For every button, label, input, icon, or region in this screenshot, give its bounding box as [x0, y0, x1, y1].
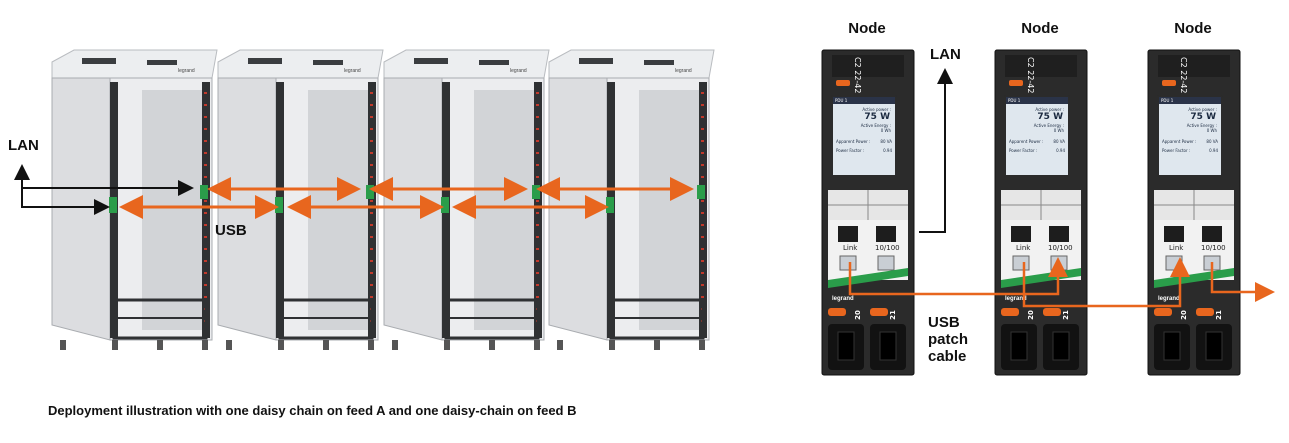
usb-port-b[interactable] — [877, 255, 895, 271]
outlet-number-a-1: 20 — [853, 310, 862, 320]
link-label-2: Link — [1016, 244, 1031, 252]
active-power-value: 75 W — [1037, 112, 1063, 122]
model-sub: 22-42 — [1179, 70, 1188, 94]
status-led — [836, 80, 850, 86]
power-factor-label: Power Factor : — [1009, 148, 1038, 153]
power-factor-label: Power Factor : — [1162, 148, 1191, 153]
pdu-display-1: PDU 1 Active power : 75 W Active Energy … — [831, 95, 897, 177]
outlet-number-b-1: 21 — [888, 310, 897, 320]
speed-label-3: 10/100 — [1201, 244, 1226, 252]
ethernet-port-2[interactable] — [1049, 226, 1069, 242]
power-factor-value: 0.94 — [883, 148, 892, 153]
outlet-number-b-2: 21 — [1061, 310, 1070, 320]
pdu-display-3: PDU 1 Active power : 75 W Active Energy … — [1157, 95, 1223, 177]
pdu-model-1: C2 22-42 — [853, 57, 862, 93]
usb-patch-cable-label: USB patch cable — [928, 314, 969, 365]
model-sub: 22-42 — [853, 70, 862, 94]
lan-label-right: LAN — [930, 46, 961, 63]
model-sub: 22-42 — [1026, 70, 1035, 94]
active-power-label: Active power : — [1035, 107, 1064, 112]
active-energy-label: Active Energy : — [1033, 123, 1064, 128]
active-power-label: Active power : — [862, 107, 891, 112]
apparent-power-value: 80 VA — [1206, 139, 1218, 144]
screen-header: PDU 1 — [1159, 97, 1221, 104]
node-title-2: Node — [1021, 20, 1059, 37]
ethernet-port[interactable] — [838, 226, 858, 242]
ethernet-port-2[interactable] — [1202, 226, 1222, 242]
model-code: C2 — [1026, 57, 1035, 68]
status-led — [1009, 80, 1023, 86]
rack-brand-logo: legrand — [675, 68, 692, 74]
lan-connection-right — [919, 68, 953, 233]
node-title-1: Node — [848, 20, 886, 37]
ethernet-port[interactable] — [1164, 226, 1184, 242]
rack-brand-logo: legrand — [510, 68, 527, 74]
figure-caption: Deployment illustration with one daisy c… — [48, 403, 577, 418]
pdu-display-2: PDU 1 Active power : 75 W Active Energy … — [1004, 95, 1070, 177]
power-factor-value: 0.94 — [1209, 148, 1218, 153]
ethernet-port-2[interactable] — [876, 226, 896, 242]
screen-header: PDU 1 — [833, 97, 895, 104]
server-rack-4: legrand — [548, 49, 715, 350]
status-led — [1162, 80, 1176, 86]
pdu-brand-logo: legrand — [1158, 296, 1180, 302]
active-energy-value: 0 Wh — [1053, 128, 1064, 133]
server-rack-2: legrand — [217, 49, 384, 350]
power-factor-label: Power Factor : — [836, 148, 865, 153]
pdu-brand-logo: legrand — [832, 296, 854, 302]
node-title-3: Node — [1174, 20, 1212, 37]
outlet-number-a-3: 20 — [1179, 310, 1188, 320]
outlet-number-b-3: 21 — [1214, 310, 1223, 320]
usb-port-a[interactable] — [1012, 255, 1030, 271]
active-power-value: 75 W — [864, 112, 890, 122]
speed-label-2: 10/100 — [1048, 244, 1073, 252]
apparent-power-label: Apparent Power : — [836, 139, 871, 144]
pdu-brand-logo: legrand — [1005, 296, 1027, 302]
ethernet-port[interactable] — [1011, 226, 1031, 242]
link-label-3: Link — [1169, 244, 1184, 252]
apparent-power-label: Apparent Power : — [1162, 139, 1197, 144]
pdu-model-3: C2 22-42 — [1179, 57, 1188, 93]
apparent-power-value: 80 VA — [1053, 139, 1065, 144]
lan-label-left: LAN — [8, 137, 39, 154]
usb-port-a[interactable] — [839, 255, 857, 271]
lan-connection-left — [14, 164, 194, 215]
model-code: C2 — [853, 57, 862, 68]
active-energy-value: 0 Wh — [1206, 128, 1217, 133]
rack-row: legrand legrand legrand legrand — [51, 49, 715, 350]
active-power-label: Active power : — [1188, 107, 1217, 112]
usb-patch-cables — [848, 257, 1275, 308]
model-code: C2 — [1179, 57, 1188, 68]
pdu-model-2: C2 22-42 — [1026, 57, 1035, 93]
outlet-number-a-2: 20 — [1026, 310, 1035, 320]
speed-label-1: 10/100 — [875, 244, 900, 252]
apparent-power-label: Apparent Power : — [1009, 139, 1044, 144]
usb-label: USB — [215, 222, 247, 239]
link-label-1: Link — [843, 244, 858, 252]
active-energy-label: Active Energy : — [860, 123, 891, 128]
server-rack-3: legrand — [383, 49, 550, 350]
server-rack-1: legrand — [51, 49, 218, 350]
rack-brand-logo: legrand — [178, 68, 195, 74]
active-power-value: 75 W — [1190, 112, 1216, 122]
apparent-power-value: 80 VA — [880, 139, 892, 144]
active-energy-label: Active Energy : — [1186, 123, 1217, 128]
active-energy-value: 0 Wh — [880, 128, 891, 133]
rack-brand-logo: legrand — [344, 68, 361, 74]
power-factor-value: 0.94 — [1056, 148, 1065, 153]
screen-header: PDU 1 — [1006, 97, 1068, 104]
